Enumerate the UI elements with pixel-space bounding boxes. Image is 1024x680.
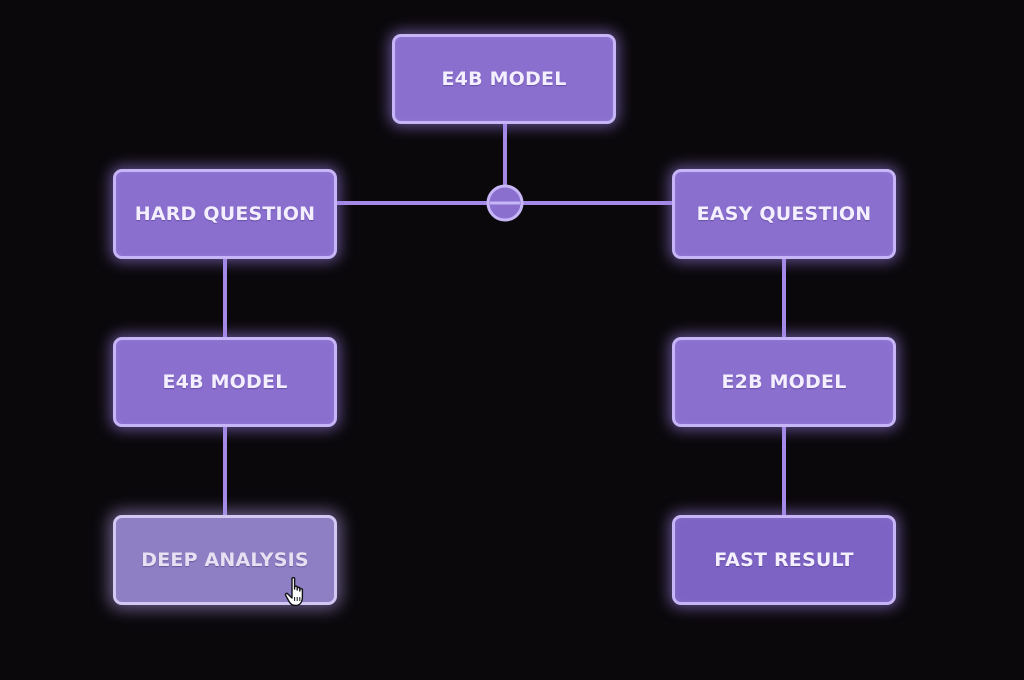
node-left-model[interactable]: E4B MODEL	[113, 337, 337, 427]
node-deep-analysis-label: DEEP ANALYSIS	[141, 549, 309, 571]
node-top-model[interactable]: E4B MODEL	[392, 34, 616, 124]
node-right-model[interactable]: E2B MODEL	[672, 337, 896, 427]
node-easy-question[interactable]: EASY QUESTION	[672, 169, 896, 259]
node-right-model-label: E2B MODEL	[721, 371, 847, 393]
node-hard-question[interactable]: HARD QUESTION	[113, 169, 337, 259]
node-hard-question-label: HARD QUESTION	[134, 203, 316, 225]
node-fast-result-label: FAST RESULT	[714, 549, 854, 571]
node-top-model-label: E4B MODEL	[441, 68, 567, 90]
node-easy-question-label: EASY QUESTION	[696, 203, 872, 225]
node-fast-result[interactable]: FAST RESULT	[672, 515, 896, 605]
hand-pointer-icon	[284, 576, 304, 607]
node-left-model-label: E4B MODEL	[162, 371, 288, 393]
